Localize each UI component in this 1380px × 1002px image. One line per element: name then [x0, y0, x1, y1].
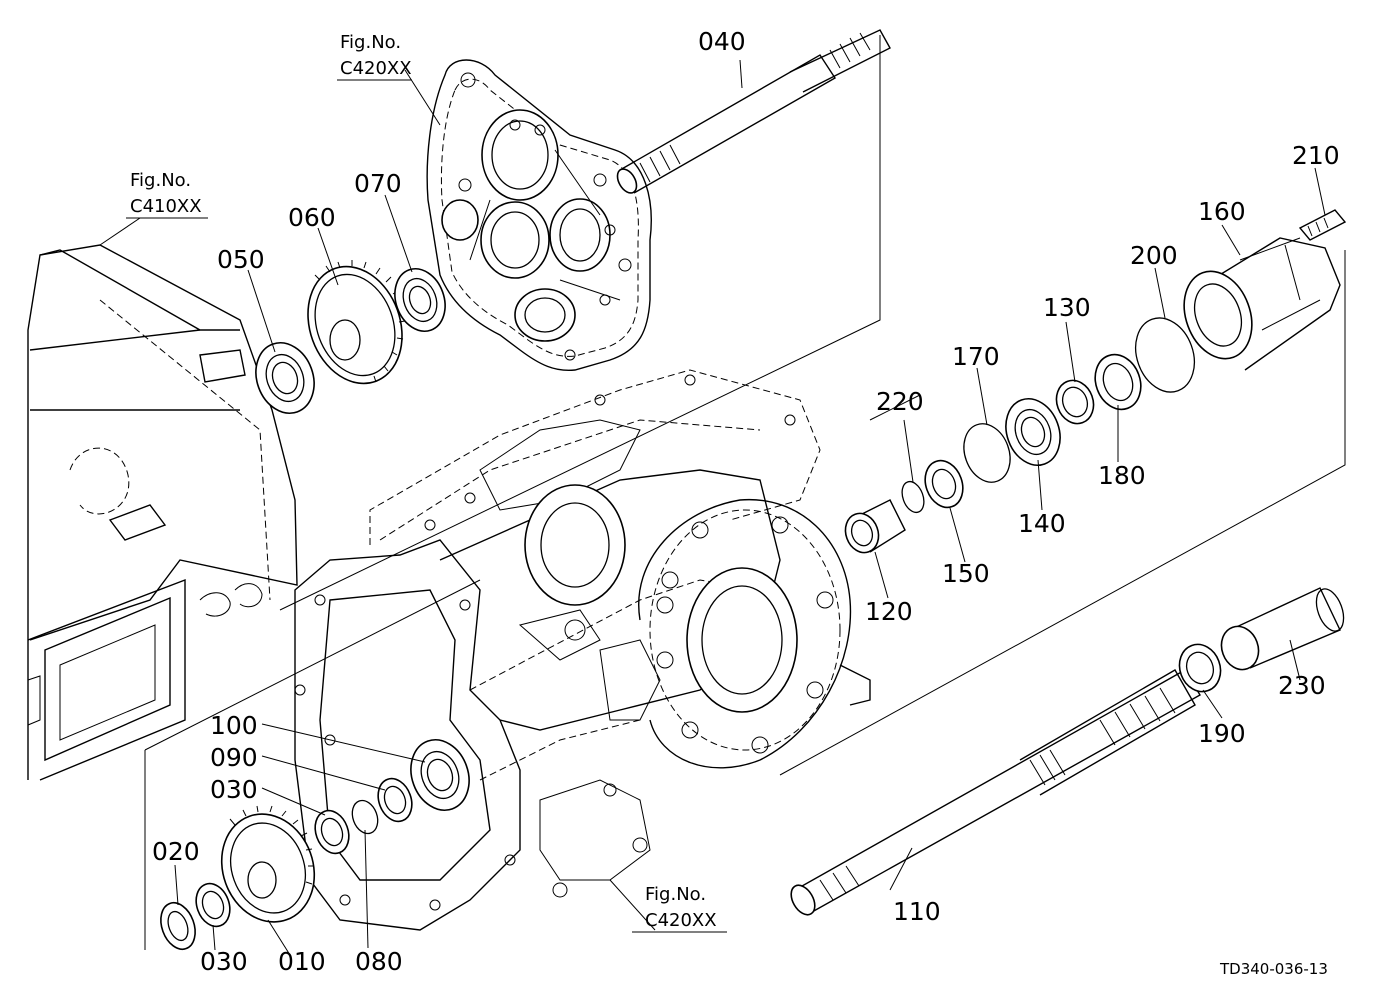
shaft-040 — [616, 29, 891, 194]
label-040: 040 — [698, 27, 746, 56]
label-080: 080 — [355, 947, 403, 976]
label-210: 210 — [1292, 141, 1340, 170]
gear-010 — [220, 805, 316, 923]
label-100: 100 — [210, 711, 258, 740]
label-090: 090 — [210, 743, 258, 772]
collar-090 — [377, 777, 413, 823]
collar-150 — [924, 459, 964, 509]
snap-ring-080 — [351, 799, 379, 835]
needle-bearing-120 — [844, 499, 906, 554]
figure-ref-bottom: Fig.No. C420XX — [632, 884, 727, 933]
figure-ref-left-line2: C410XX — [130, 196, 202, 217]
figure-ref-bottom-line2: C420XX — [645, 910, 717, 931]
label-120: 120 — [865, 597, 913, 626]
top-cover-plate — [426, 59, 652, 372]
label-110: 110 — [893, 897, 941, 926]
label-020: 020 — [152, 837, 200, 866]
o-ring-200 — [1135, 317, 1195, 393]
washer-020 — [160, 901, 196, 951]
label-130: 130 — [1043, 293, 1091, 322]
figure-ref-left-line1: Fig.No. — [130, 170, 191, 191]
label-190: 190 — [1198, 719, 1246, 748]
label-070: 070 — [354, 169, 402, 198]
needle-bearing-030-lower — [195, 882, 231, 928]
reference-lines — [144, 35, 1346, 950]
left-transmission-case — [27, 244, 298, 781]
leader-lines — [99, 59, 1326, 956]
shaft-110 — [790, 669, 1201, 916]
bearing-100 — [410, 739, 470, 811]
figure-ref-top: Fig.No. C420XX — [337, 32, 412, 81]
snap-ring-220 — [901, 480, 925, 514]
bearing-180 — [1094, 353, 1142, 411]
label-220: 220 — [876, 387, 924, 416]
drawing-code: TD340-036-13 — [1219, 960, 1328, 978]
sleeve-230 — [1220, 587, 1345, 671]
bearing-140 — [1005, 398, 1061, 466]
figure-ref-bottom-line1: Fig.No. — [645, 884, 706, 905]
snap-ring-170 — [963, 423, 1011, 483]
housing-160 — [1183, 237, 1341, 371]
bearing-070 — [394, 268, 446, 332]
main-transmission-case — [294, 369, 821, 931]
round-flange-housing — [638, 498, 871, 769]
label-050: 050 — [217, 245, 265, 274]
figure-ref-top-line2: C420XX — [340, 58, 412, 79]
label-170: 170 — [952, 342, 1000, 371]
needle-bearing-030-upper — [314, 809, 350, 855]
label-030-upper: 030 — [210, 775, 258, 804]
part-labels: 040 050 060 070 020 030 010 080 030 090 … — [152, 27, 1340, 976]
label-140: 140 — [1018, 509, 1066, 538]
label-010: 010 — [278, 947, 326, 976]
figure-ref-top-line1: Fig.No. — [340, 32, 401, 53]
bolt-210 — [1298, 209, 1347, 241]
collar-190 — [1178, 643, 1222, 693]
label-200: 200 — [1130, 241, 1178, 270]
label-060: 060 — [288, 203, 336, 232]
bearing-050 — [255, 342, 315, 414]
label-030-lower: 030 — [200, 947, 248, 976]
figure-ref-left: Fig.No. C410XX — [126, 170, 208, 219]
collar-130 — [1055, 379, 1095, 425]
label-160: 160 — [1198, 197, 1246, 226]
label-180: 180 — [1098, 461, 1146, 490]
label-150: 150 — [942, 559, 990, 588]
label-230: 230 — [1278, 671, 1326, 700]
